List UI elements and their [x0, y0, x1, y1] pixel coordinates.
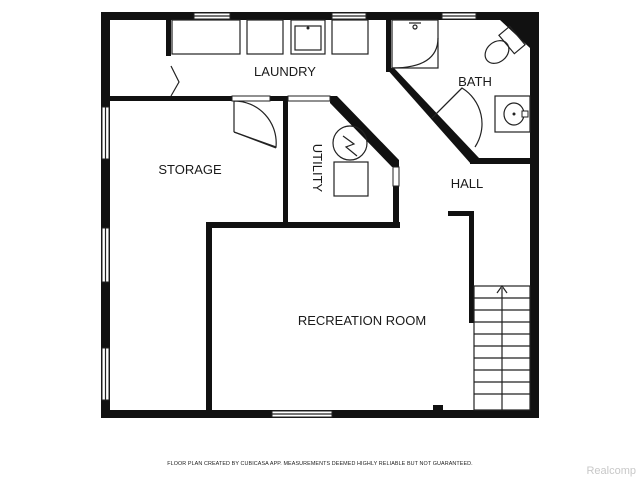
water-heater-symbol [342, 135, 358, 157]
room-label-bath: BATH [458, 74, 492, 89]
bath-sink-drain [512, 112, 516, 116]
shower [391, 19, 439, 69]
room-label-laundry: LAUNDRY [254, 64, 316, 79]
watermark: Realcomp [586, 465, 636, 477]
wall-storage-right [283, 96, 288, 226]
room-label-storage: STORAGE [158, 162, 222, 177]
laundry-bifold-door [170, 65, 180, 97]
laundry-sink [290, 19, 326, 55]
plan-disclaimer: FLOOR PLAN CREATED BY CUBICASA APP. MEAS… [167, 461, 473, 467]
wall-recreation-top [206, 222, 400, 228]
wall-stair-left [469, 211, 474, 323]
wall-utility-right [393, 186, 399, 228]
bath-faucet [521, 110, 529, 118]
wall-utility-diagonal [330, 96, 399, 167]
wall-bath-diagonal [386, 68, 479, 164]
exterior-wall-left [101, 12, 110, 418]
wall-bath-bottom [470, 158, 530, 164]
room-label-recreation-room: RECREATION ROOM [298, 313, 426, 328]
bath-corner-chase [500, 20, 530, 48]
room-label-utility: UTILITY [310, 144, 325, 193]
washer [246, 19, 284, 55]
bath-door [431, 87, 483, 148]
laundry-counter [171, 19, 241, 55]
wall-bath-left [386, 20, 391, 72]
storage-door-swing [233, 131, 277, 149]
stair-arrow-icon [496, 284, 508, 294]
exterior-wall-right [530, 12, 539, 418]
dryer [331, 19, 369, 55]
water-heater [332, 125, 368, 161]
wall-recreation-left [206, 222, 212, 410]
exterior-wall-top [101, 12, 539, 20]
storage-door-opening [231, 95, 271, 102]
toilet [484, 25, 526, 64]
laundry-sink-drain [306, 26, 310, 30]
furnace [333, 161, 369, 197]
utility-door-opening [287, 95, 331, 102]
room-label-hall: HALL [451, 176, 484, 191]
utility-side-opening [392, 166, 400, 187]
bath-vanity [494, 95, 531, 133]
wall-laundry-cabinet [166, 20, 171, 56]
storage-door [233, 100, 277, 148]
wall-stair-top [448, 211, 474, 216]
shower-head [412, 24, 418, 30]
shower-curve [391, 37, 439, 69]
wall-laundry-storage [110, 96, 232, 101]
laundry-sink-basin [294, 25, 322, 51]
bottom-post [433, 405, 443, 411]
bath-door-leaf [431, 87, 463, 119]
